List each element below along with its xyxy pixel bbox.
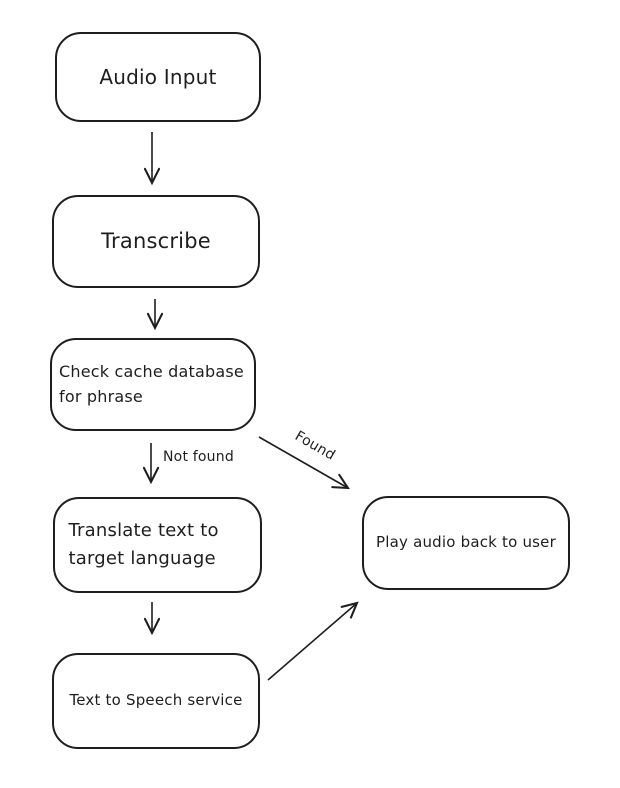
- node-text-to-speech-label: Text to Speech service: [69, 691, 243, 710]
- node-check-cache-label: Check cache database for phrase: [59, 361, 244, 406]
- arrow-text-to-speech-to-play-audio: [267, 601, 359, 681]
- edge-label-found: Found: [292, 428, 338, 464]
- node-check-cache[interactable]: Check cache database for phrase: [50, 338, 256, 431]
- node-play-audio-label: Play audio back to user: [376, 533, 556, 552]
- node-transcribe[interactable]: Transcribe: [52, 195, 260, 288]
- node-play-audio[interactable]: Play audio back to user: [362, 496, 570, 590]
- node-translate-label: Translate text to target language: [68, 520, 219, 569]
- node-translate[interactable]: Translate text to target language: [53, 497, 262, 593]
- node-audio-input[interactable]: Audio Input: [55, 32, 261, 122]
- node-transcribe-label: Transcribe: [101, 229, 211, 254]
- node-text-to-speech[interactable]: Text to Speech service: [52, 653, 260, 749]
- node-audio-input-label: Audio Input: [99, 64, 217, 89]
- edge-label-not-found: Not found: [163, 449, 234, 465]
